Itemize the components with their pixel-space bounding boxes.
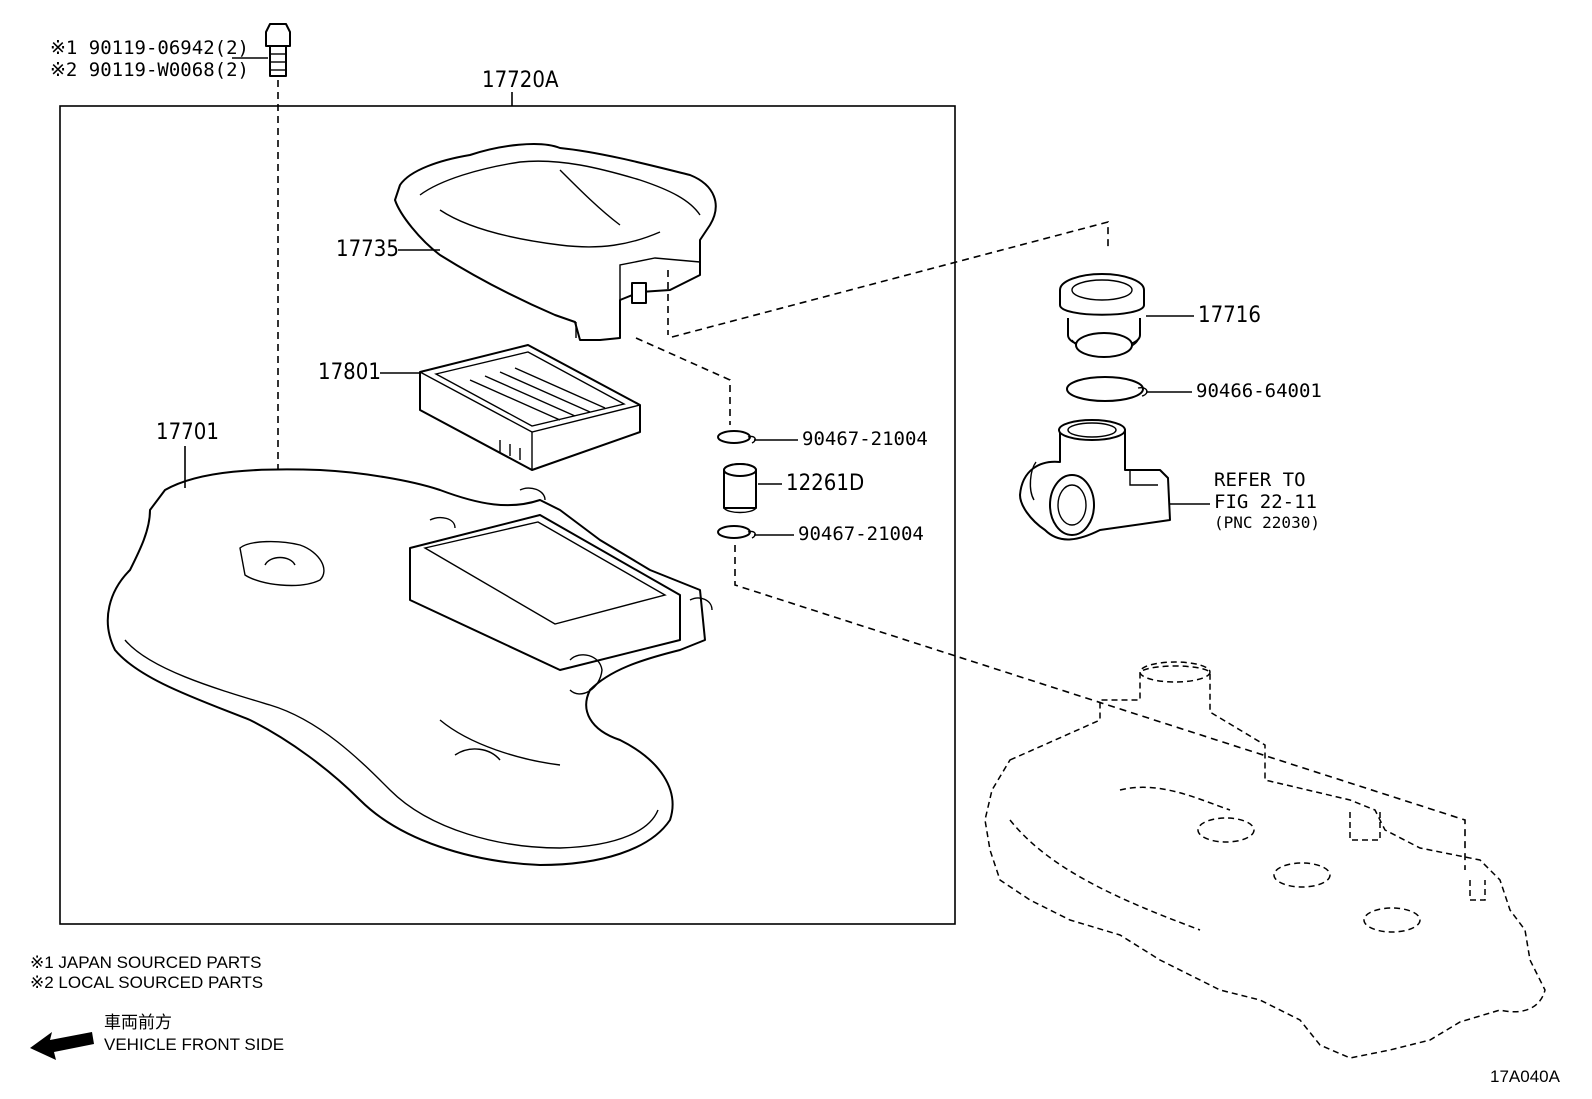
label-clip-bottom: 90467-21004 [798, 523, 924, 545]
dash-cap-to-clip [635, 337, 731, 425]
bolt-local-label: ※2 90119-W0068(2) [50, 59, 249, 81]
throttle-body-drawing [1019, 419, 1171, 541]
cylinder-cover-drawing [984, 661, 1546, 1059]
bolt-group: ※1 90119-06942(2) ※2 90119-W0068(2) [50, 23, 291, 555]
clip-top-drawing [717, 430, 756, 444]
label-gasket: 90466-64001 [1196, 380, 1322, 402]
front-jp-label: 車両前方 [104, 1013, 172, 1032]
bolt-japan-label: ※1 90119-06942(2) [50, 37, 249, 59]
label-clip-top: 90467-21004 [802, 428, 928, 450]
legend-local: ※2 LOCAL SOURCED PARTS [30, 973, 263, 992]
dash-cap-to-hose [671, 220, 1109, 338]
label-17716: 17716 [1198, 303, 1261, 328]
case-17701-drawing [106, 468, 713, 866]
legend-japan: ※1 JAPAN SOURCED PARTS [30, 953, 262, 972]
bolt-icon [265, 23, 291, 77]
front-en-label: VEHICLE FRONT SIDE [104, 1035, 284, 1054]
label-17701: 17701 [156, 420, 219, 445]
refer-line-1: REFER TO [1214, 469, 1306, 491]
cap-17735-drawing [394, 143, 717, 341]
arrow-left-icon [30, 1032, 94, 1060]
label-17720A: 17720A [482, 68, 559, 93]
gasket-drawing [1066, 376, 1148, 402]
hose-12261D-drawing [723, 463, 757, 514]
figure-id: 17A040A [1490, 1067, 1561, 1086]
assembly-box [59, 105, 956, 925]
label-17735: 17735 [336, 237, 399, 262]
element-17801-drawing [419, 344, 641, 471]
label-17801: 17801 [318, 360, 381, 385]
refer-line-2: FIG 22-11 [1214, 491, 1317, 513]
label-12261D: 12261D [786, 471, 864, 496]
hose-17716-drawing [1059, 273, 1145, 358]
clip-bottom-drawing [717, 525, 756, 539]
refer-line-3: (PNC 22030) [1214, 513, 1320, 532]
